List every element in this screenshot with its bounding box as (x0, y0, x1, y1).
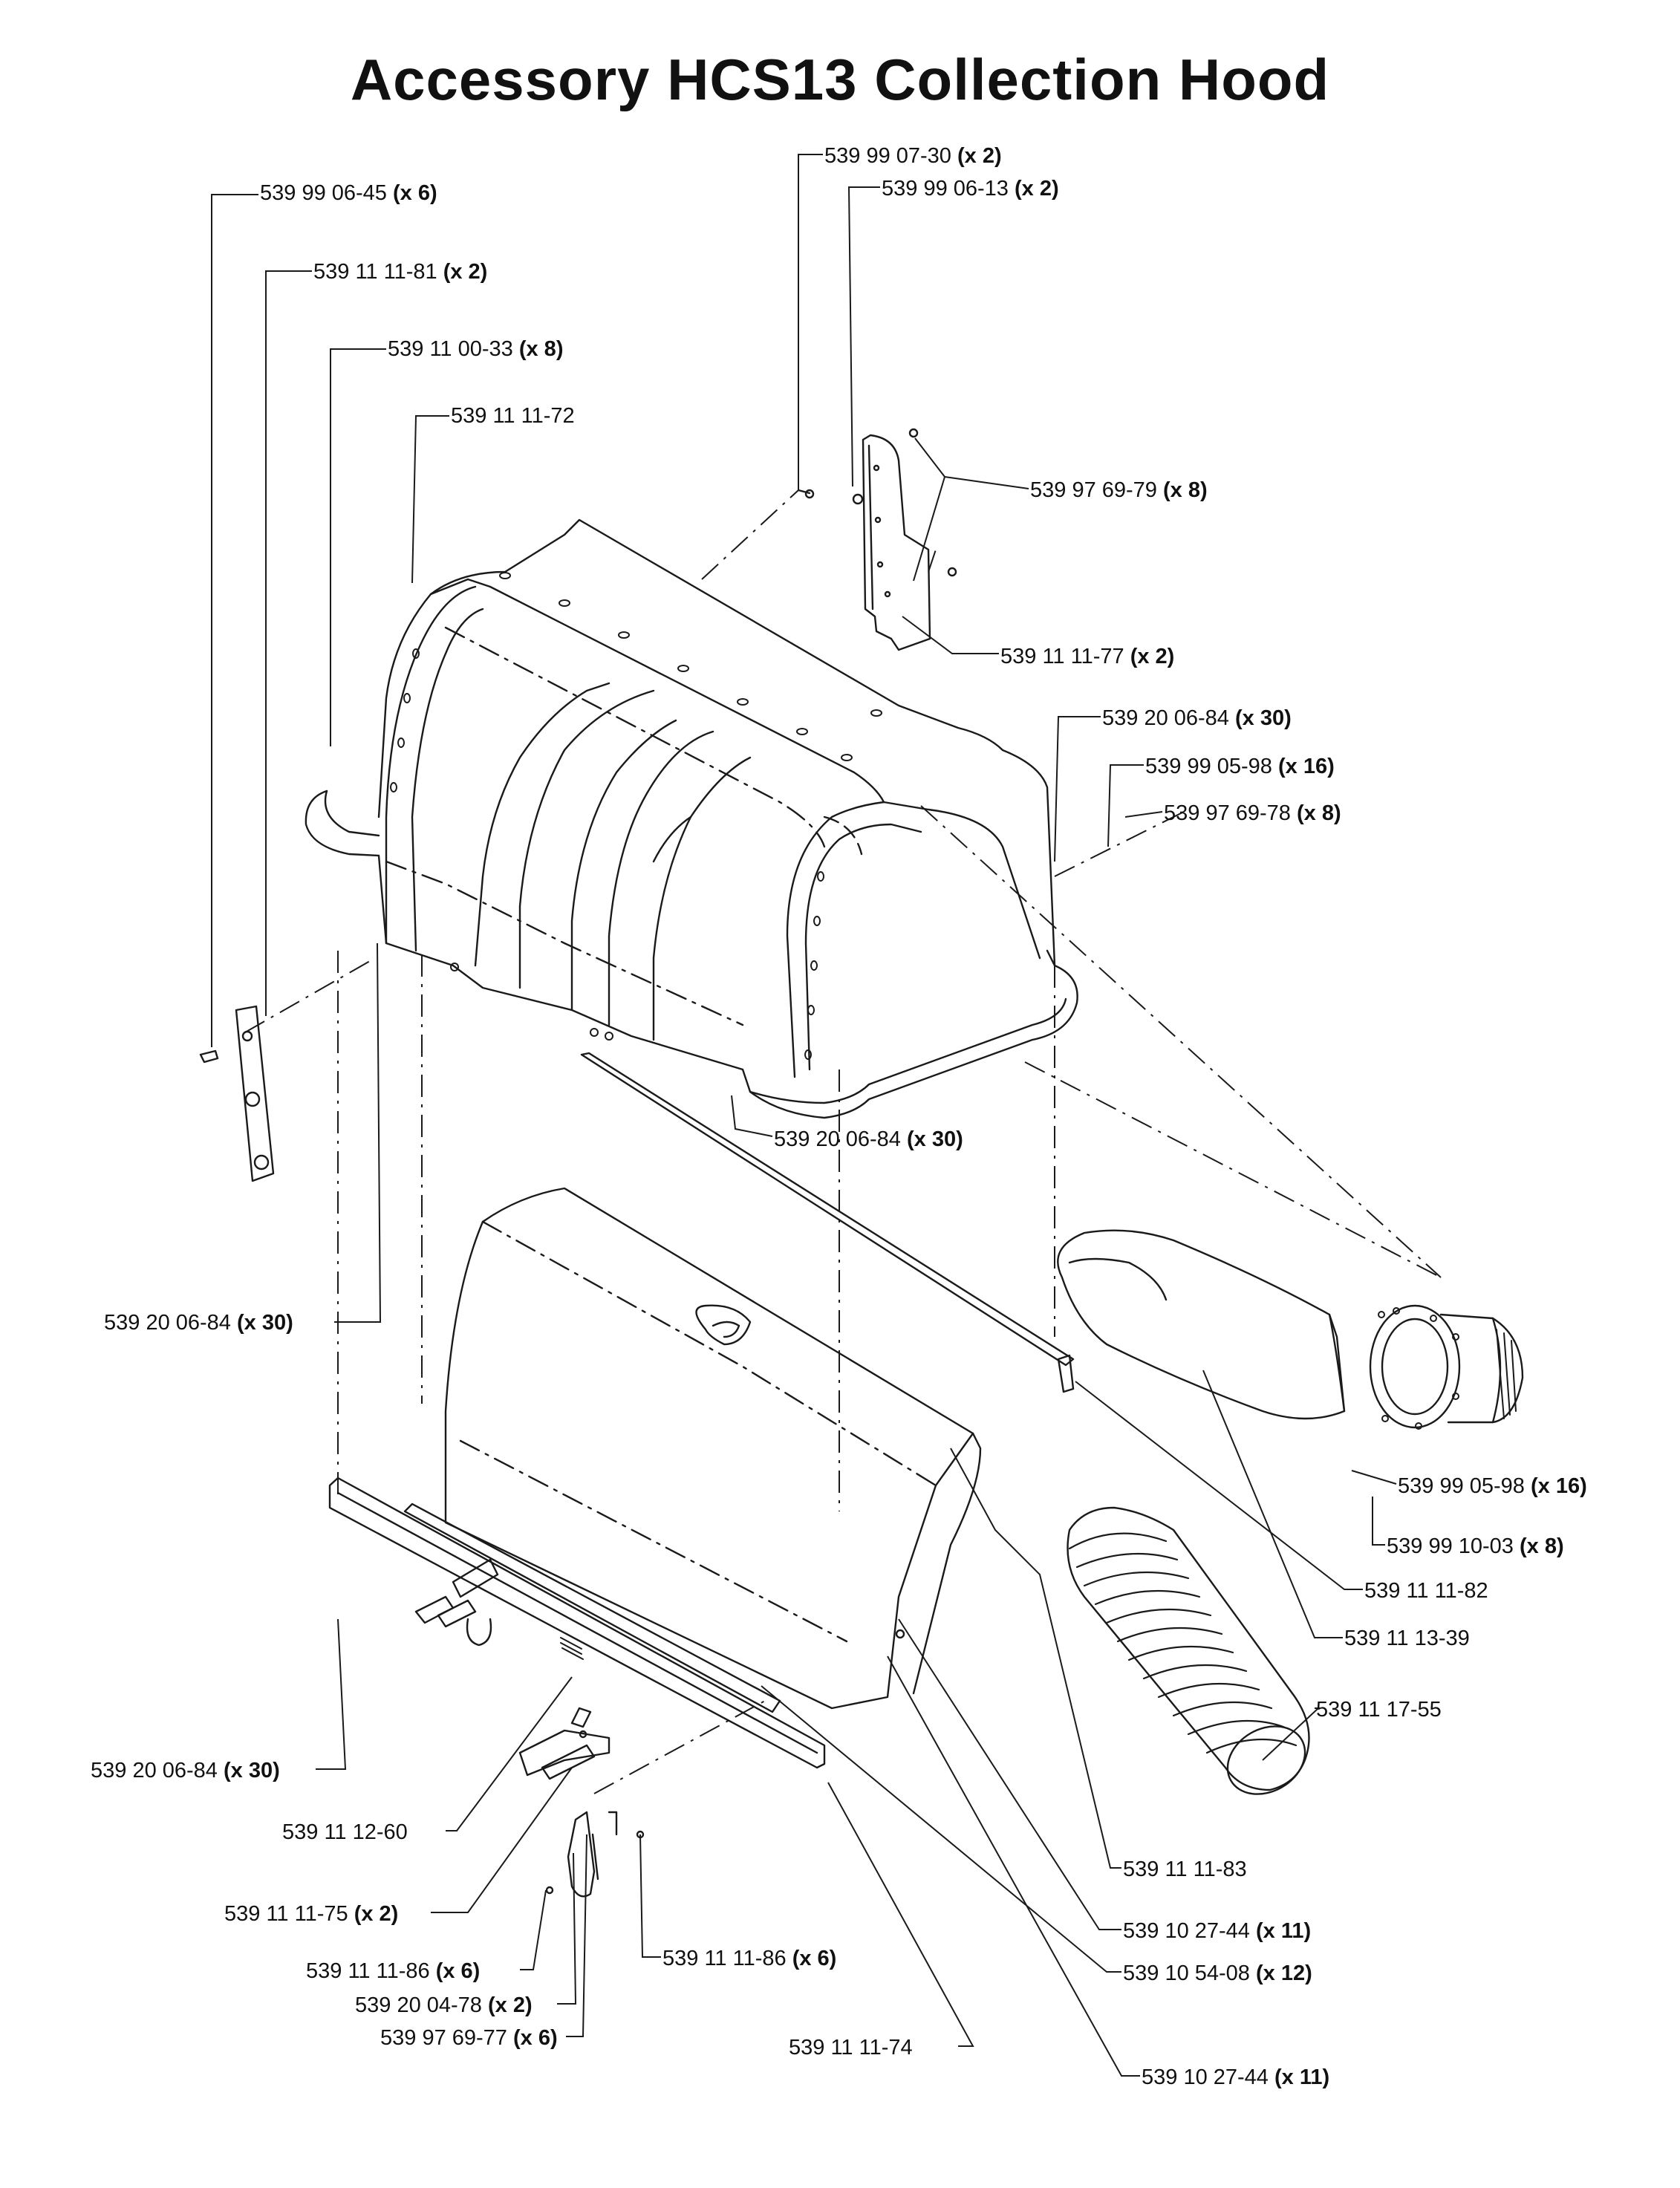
part-quantity: (x 16) (1278, 755, 1335, 778)
part-quantity: (x 6) (435, 1959, 481, 1983)
part-quantity: (x 30) (1235, 706, 1292, 730)
callout-c11: 539 97 69-78 (x 8) (1164, 803, 1341, 824)
part-quantity: (x 8) (1163, 478, 1208, 502)
part-quantity: (x 2) (443, 260, 488, 284)
part-quantity: (x 8) (518, 337, 564, 361)
callout-c1: 539 99 06-45 (x 6) (260, 183, 437, 204)
part-number: 539 10 27-44 (1142, 2065, 1269, 2089)
left-latch (414, 1558, 499, 1647)
callout-c29: 539 10 27-44 (x 11) (1142, 2067, 1329, 2088)
callout-c14: 539 99 05-98 (x 16) (1398, 1476, 1587, 1497)
part-quantity: (x 2) (488, 1993, 533, 2017)
part-number: 539 97 69-77 (380, 2026, 507, 2050)
part-number: 539 97 69-78 (1164, 801, 1291, 825)
callout-c16: 539 11 11-82 (1364, 1580, 1488, 1602)
left-bracket-plate (199, 1005, 275, 1182)
part-number: 539 99 05-98 (1398, 1474, 1525, 1498)
callout-c5: 539 99 07-30 (x 2) (824, 146, 1002, 167)
part-quantity: (x 6) (393, 181, 437, 205)
part-number: 539 11 00-33 (388, 337, 513, 361)
part-number: 539 99 05-98 (1145, 755, 1272, 778)
part-number: 539 11 11-77 (1000, 645, 1124, 668)
part-number: 539 99 06-45 (260, 181, 387, 205)
part-number: 539 99 10-03 (1387, 1534, 1514, 1558)
part-number: 539 11 11-86 (662, 1947, 787, 1970)
long-strip (580, 1052, 1075, 1393)
center-latch (518, 1707, 645, 1898)
part-number: 539 20 04-78 (355, 1993, 482, 2017)
part-number: 539 11 11-82 (1364, 1579, 1488, 1603)
part-number: 539 10 27-44 (1123, 1919, 1250, 1943)
part-quantity: (x 2) (957, 144, 1002, 168)
part-number: 539 97 69-79 (1030, 478, 1157, 502)
callout-c4: 539 11 11-72 (451, 406, 575, 427)
part-quantity: (x 2) (354, 1902, 399, 1926)
part-number: 539 11 17-55 (1316, 1698, 1442, 1722)
part-number: 539 11 11-75 (224, 1902, 348, 1926)
spout-elbow (1057, 1229, 1524, 1430)
part-quantity: (x 11) (1256, 1919, 1312, 1943)
part-number: 539 20 06-84 (774, 1127, 901, 1151)
callout-c23: 539 10 27-44 (x 11) (1123, 1921, 1311, 1942)
callout-c8: 539 11 11-77 (x 2) (1000, 646, 1174, 668)
callout-c10: 539 99 05-98 (x 16) (1145, 756, 1335, 778)
callout-c6: 539 99 06-13 (x 2) (882, 178, 1059, 200)
part-number: 539 11 11-72 (451, 404, 575, 428)
part-quantity: (x 2) (1015, 177, 1059, 201)
callout-c17: 539 11 13-39 (1344, 1628, 1470, 1650)
callout-c21: 539 11 11-83 (1123, 1859, 1247, 1881)
flex-hose (1067, 1506, 1310, 1795)
callout-c28: 539 11 11-74 (789, 2037, 913, 2059)
part-quantity: (x 30) (237, 1311, 293, 1335)
part-quantity: (x 6) (792, 1947, 837, 1970)
part-quantity: (x 2) (1130, 645, 1175, 668)
callout-c9: 539 20 06-84 (x 30) (1102, 708, 1292, 729)
part-number: 539 99 07-30 (824, 144, 951, 168)
part-number: 539 20 06-84 (104, 1311, 231, 1335)
front-panel (444, 1187, 982, 1710)
callout-c30: 539 97 69-77 (x 6) (380, 2028, 558, 2049)
hood-body (305, 518, 1078, 1119)
part-number: 539 11 11-83 (1123, 1857, 1247, 1881)
callout-c26: 539 10 54-08 (x 12) (1123, 1963, 1312, 1984)
part-quantity: (x 6) (513, 2026, 558, 2050)
callout-c27: 539 20 04-78 (x 2) (355, 1995, 533, 2016)
part-number: 539 20 06-84 (1102, 706, 1229, 730)
callout-c20: 539 11 12-60 (282, 1822, 408, 1843)
callout-c18: 539 11 17-55 (1316, 1699, 1442, 1721)
callout-c7: 539 97 69-79 (x 8) (1030, 480, 1208, 501)
callout-c13: 539 20 06-84 (x 30) (104, 1312, 293, 1334)
callout-c24: 539 11 11-86 (x 6) (306, 1961, 480, 1982)
top-right-bracket (797, 428, 957, 651)
callout-c25: 539 11 11-86 (x 6) (662, 1948, 836, 1970)
part-quantity: (x 30) (907, 1127, 963, 1151)
part-number: 539 99 06-13 (882, 177, 1009, 201)
part-quantity: (x 8) (1520, 1534, 1564, 1558)
part-quantity: (x 8) (1297, 801, 1341, 825)
part-quantity: (x 11) (1274, 2065, 1330, 2089)
callout-c22: 539 11 11-75 (x 2) (224, 1904, 398, 1925)
callout-c19: 539 20 06-84 (x 30) (91, 1760, 280, 1782)
callout-c12: 539 20 06-84 (x 30) (774, 1129, 963, 1150)
part-number: 539 11 11-81 (313, 260, 437, 284)
callout-c2: 539 11 11-81 (x 2) (313, 261, 487, 283)
part-number: 539 11 11-86 (306, 1959, 430, 1983)
part-number: 539 20 06-84 (91, 1759, 218, 1782)
diagram-title: Accessory HCS13 Collection Hood (350, 47, 1330, 112)
part-number: 539 11 11-74 (789, 2036, 913, 2060)
callout-c15: 539 99 10-03 (x 8) (1387, 1536, 1564, 1557)
part-quantity: (x 16) (1531, 1474, 1587, 1498)
part-number: 539 11 12-60 (282, 1820, 408, 1844)
part-quantity: (x 30) (224, 1759, 280, 1782)
part-quantity: (x 12) (1256, 1961, 1312, 1985)
callout-c3: 539 11 00-33 (x 8) (388, 339, 563, 360)
part-number: 539 10 54-08 (1123, 1961, 1250, 1985)
part-number: 539 11 13-39 (1344, 1627, 1470, 1650)
